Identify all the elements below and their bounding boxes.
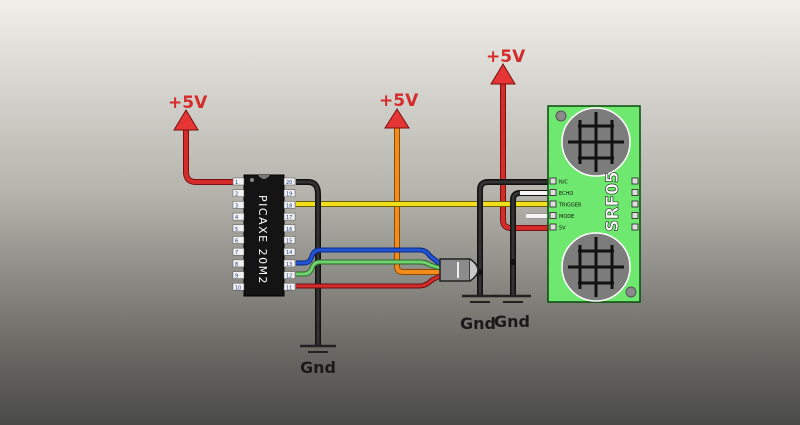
chip-right-pin-label: 12 [286, 274, 292, 280]
chip-left-pin [232, 236, 245, 244]
wire-green [296, 259, 441, 277]
chip-right-pin-label: 15 [286, 239, 292, 245]
chip-left-pin-label: 4 [235, 215, 238, 221]
wire-blue [296, 247, 442, 266]
chip-right-pin [283, 201, 296, 209]
chip-left-pin [232, 224, 245, 233]
sensor-pad [631, 177, 639, 185]
chip-left-pin [232, 189, 245, 197]
chip-right-pin [283, 177, 296, 186]
chip-left-pin-label: 7 [235, 250, 238, 256]
chip-label: PICAXE 20M2 [256, 195, 269, 285]
sensor-pad [631, 212, 639, 219]
wire-ground-chip [296, 179, 321, 346]
supply-label: +5V [168, 93, 208, 113]
chip-right-pin [283, 236, 296, 244]
sensor-pin [549, 177, 557, 185]
ground-label: Gnd [460, 314, 496, 333]
chip-left-pin [232, 177, 245, 186]
chip-left-pin-label: 3 [235, 203, 238, 209]
chip-right-pin-label: 17 [286, 215, 292, 221]
sensor-pin [549, 212, 557, 219]
chip-left-pin-label: 9 [235, 274, 238, 280]
chip-left-pin [232, 212, 245, 221]
sensor-pin-label: MODE [559, 214, 574, 220]
srf05-board: SRF05 [547, 105, 641, 303]
chip-right-pin-label: 16 [286, 227, 292, 233]
ground-symbol-nc: Gnd [460, 294, 498, 333]
sensor-label: SRF05 [603, 171, 623, 232]
ground-symbol-mode: Gnd [494, 294, 531, 331]
chip-right-pin [283, 259, 296, 268]
chip-right-pin [283, 212, 296, 221]
chip-left-pin [232, 271, 245, 279]
chip-right-pin-label: 13 [286, 262, 292, 268]
sensor-pin-label: N/C [559, 180, 568, 186]
sensor-pad [631, 189, 639, 196]
power-arrow-icon [173, 109, 199, 131]
sensor-pin [549, 189, 557, 196]
chip-left-pin [232, 259, 245, 268]
sensor-pad [631, 200, 639, 208]
chip-left-pin-label: 10 [235, 285, 241, 291]
chip-right-pin [283, 271, 296, 279]
chip-right-pin-label: 18 [286, 203, 292, 209]
chip-left-pin-label: 8 [235, 262, 238, 268]
chip-right-pin-label: 14 [286, 250, 292, 256]
ground-label: Gnd [494, 312, 530, 331]
chip-left-pin-label: 6 [235, 239, 238, 245]
sensor-pins: N/C ECHO TRIGGER MODE 5V [549, 177, 639, 232]
chip-left-pin-label: 5 [235, 227, 238, 233]
chip-left-pin [232, 283, 245, 291]
ground-label: Gnd [300, 358, 336, 377]
power-arrow-icon [490, 63, 516, 85]
chip-left-pin-label: 1 [235, 180, 238, 186]
sensor-pin [549, 223, 557, 231]
chip-pins: 1 20 2 19 3 18 4 17 5 16 6 15 7 14 8 13 9 12 10 11 [232, 177, 296, 291]
supply-label: +5V [379, 91, 419, 111]
wire-red [296, 273, 442, 289]
chip-left-pin-label: 2 [235, 192, 238, 198]
sensor-pin-label: 5V [559, 226, 566, 232]
power-arrow-icon [384, 108, 410, 129]
chip-right-pin-label: 20 [286, 180, 292, 186]
sensor-pin-label: TRIGGER [558, 203, 582, 209]
power-supply-3: +5V [486, 47, 550, 231]
chip-right-pin [283, 283, 296, 291]
wire-ground-mode [510, 190, 550, 296]
chip-right-pin-label: 11 [286, 285, 292, 291]
ir-receiver [439, 258, 479, 282]
chip-right-pin [283, 189, 296, 197]
chip-left-pin [232, 247, 245, 256]
supply-label: +5V [486, 47, 526, 67]
ground-symbol-chip: Gnd [300, 344, 336, 377]
chip-left-pin [232, 201, 245, 209]
chip-right-pin-label: 19 [286, 192, 292, 198]
sensor-pin-label: ECHO [559, 191, 573, 197]
power-supply-2: +5V [379, 91, 440, 275]
pin1-marker [250, 178, 254, 182]
sensor-pin [549, 200, 557, 208]
picaxe-chip: PICAXE 20M2 [243, 174, 285, 297]
power-supply-1: +5V [168, 93, 234, 185]
chip-right-pin [283, 224, 296, 233]
sensor-pad [631, 223, 639, 231]
chip-right-pin [283, 247, 296, 256]
